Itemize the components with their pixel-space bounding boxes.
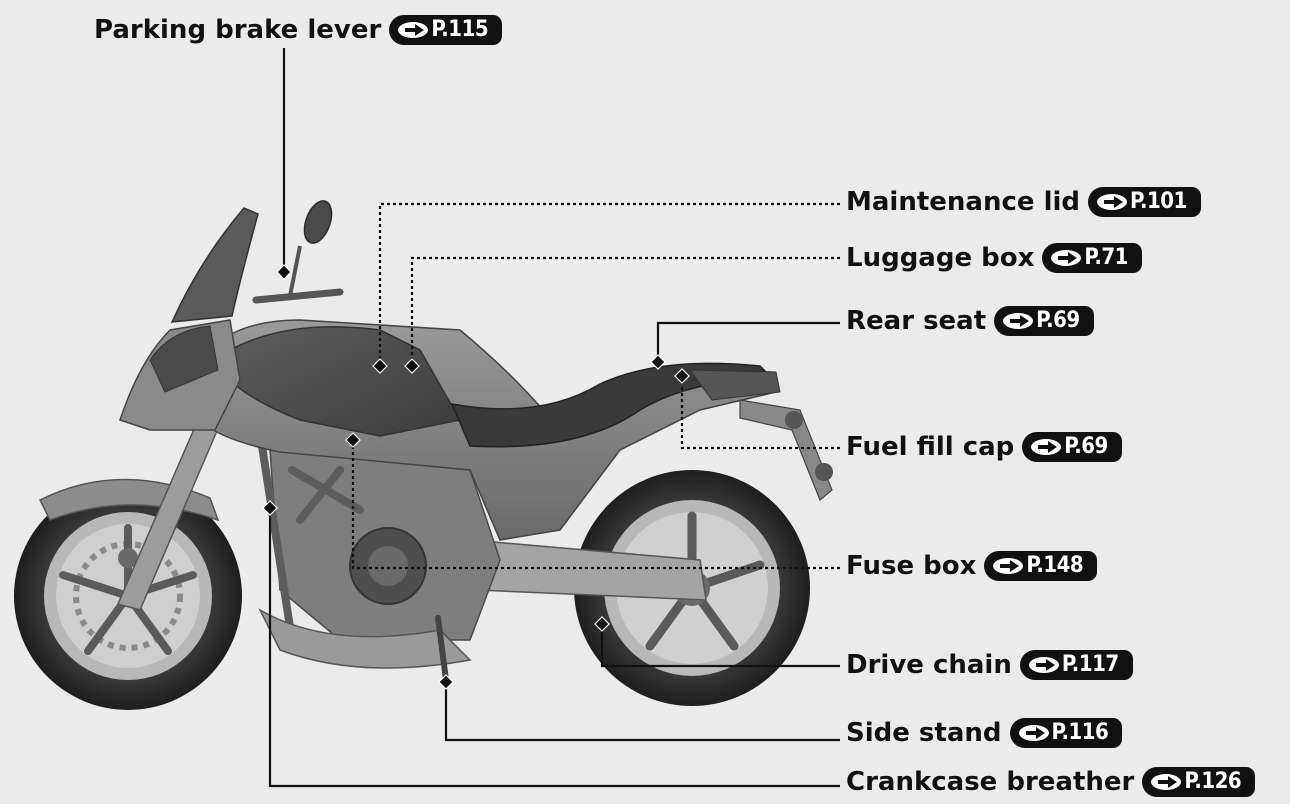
label-text: Crankcase breather [846,767,1135,797]
marker-rear-seat [650,354,666,370]
right-arrow-icon [1018,725,1049,741]
label-fuel-fill-cap: Fuel fill cap P.69 [846,431,1122,463]
leader-markers [262,264,690,690]
marker-crankcase-breather [262,500,278,516]
label-text: Side stand [846,718,1002,748]
marker-maintenance-lid [372,358,388,374]
page-ref-text: P.101 [1130,189,1187,214]
right-arrow-icon [1051,250,1082,266]
page-ref-text: P.148 [1026,553,1084,578]
label-crankcase-breather: Crankcase breather P.126 [846,766,1256,798]
page-ref-badge[interactable]: P.116 [1009,718,1123,748]
right-arrow-icon [1028,657,1059,673]
page-ref-text: P.69 [1036,308,1080,333]
page-ref-text: P.116 [1051,720,1109,745]
right-arrow-icon [1003,313,1034,329]
label-rear-seat: Rear seat P.69 [846,305,1094,337]
motorcycle-illustration [14,200,833,710]
marker-drive-chain [594,616,610,632]
label-fuse-box: Fuse box P.148 [846,550,1098,582]
label-text: Luggage box [846,243,1035,273]
marker-fuse-box [345,432,361,448]
marker-luggage-box [404,358,420,374]
page-ref-text: P.115 [431,17,489,42]
label-text: Rear seat [846,306,987,336]
leader-lines [268,48,840,788]
page-ref-badge[interactable]: P.69 [994,306,1094,336]
leader-crankcase-breather [268,508,840,788]
right-arrow-icon [1097,194,1127,210]
page-ref-badge[interactable]: P.71 [1042,243,1142,273]
right-arrow-icon [398,22,429,38]
marker-side-stand [438,674,454,690]
leader-side-stand [444,682,840,742]
leader-fuse-box [351,440,840,570]
leader-drive-chain [600,624,840,668]
page-ref-text: P.69 [1064,434,1108,459]
right-arrow-icon [1031,439,1062,455]
page-ref-badge[interactable]: P.69 [1022,432,1122,462]
page-ref-badge[interactable]: P.117 [1019,650,1133,680]
marker-fuel-fill-cap [674,368,690,384]
leader-rear-seat [656,321,840,362]
label-text: Maintenance lid [846,187,1080,217]
right-arrow-icon [993,558,1024,574]
page-ref-text: P.126 [1184,769,1242,794]
leader-fuel-fill-cap [680,376,840,450]
page-ref-text: P.71 [1084,245,1128,270]
page-ref-badge[interactable]: P.101 [1088,187,1201,217]
label-text: Parking brake lever [94,15,382,45]
label-text: Drive chain [846,650,1012,680]
marker-parking-brake-lever [276,264,292,280]
label-side-stand: Side stand P.116 [846,717,1123,749]
page-ref-badge[interactable]: P.126 [1142,767,1256,797]
leader-luggage-box [410,256,840,366]
label-maintenance-lid: Maintenance lid P.101 [846,186,1201,218]
right-arrow-icon [1151,774,1182,790]
page-ref-text: P.117 [1061,652,1119,677]
label-text: Fuel fill cap [846,432,1015,462]
page-ref-badge[interactable]: P.115 [389,15,503,45]
label-drive-chain: Drive chain P.117 [846,649,1133,681]
page-ref-badge[interactable]: P.148 [984,551,1098,581]
label-luggage-box: Luggage box P.71 [846,242,1142,274]
label-parking-brake-lever: Parking brake lever P.115 [94,14,503,46]
label-text: Fuse box [846,551,977,581]
